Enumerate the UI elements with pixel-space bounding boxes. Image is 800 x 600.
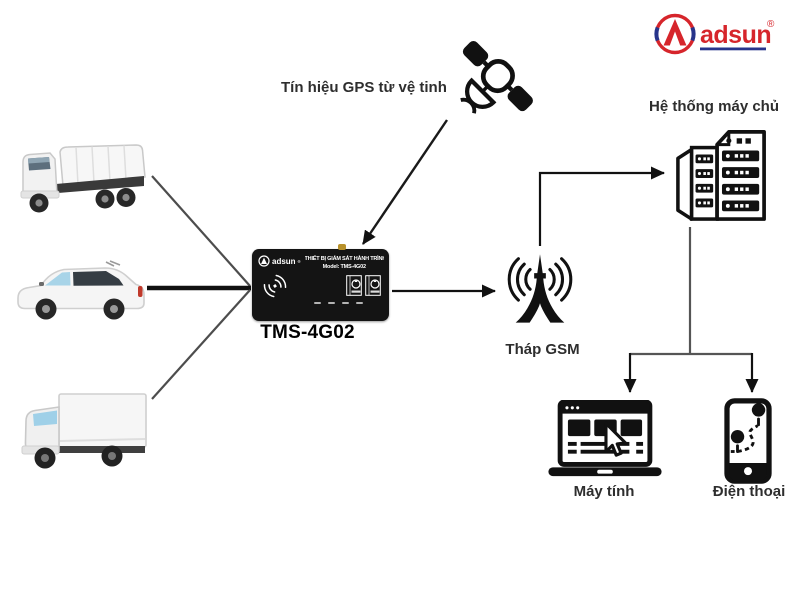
certification-marks [346, 275, 381, 296]
device-logo-icon [258, 255, 270, 267]
server-system-label: Hệ thống máy chủ [648, 98, 779, 115]
device-brand-name: adsun [272, 256, 296, 266]
logo-blue-arc-right [690, 26, 696, 42]
server-rack-icon [676, 130, 766, 221]
edge-tower-server [538, 166, 665, 246]
smartphone-icon [724, 398, 772, 484]
edge-box-truck-device [151, 289, 251, 400]
cert-mark-icon [365, 275, 381, 296]
device-title: THIẾT BỊ GIÁM SÁT HÀNH TRÌNH [304, 256, 384, 262]
minivan-icon [17, 260, 145, 320]
tracking-device: adsun® THIẾT BỊ GIÁM SÁT HÀNH TRÌNH Mode… [252, 244, 389, 321]
radio-tower-icon [507, 254, 573, 323]
device-model-line: Model: TMS-4G02 [322, 264, 366, 271]
computer-label: Máy tính [573, 483, 635, 500]
satellite-icon [460, 41, 533, 114]
antenna-connector [338, 244, 346, 250]
gsm-tower-label: Tháp GSM [505, 341, 580, 358]
cert-mark-icon [346, 275, 362, 296]
logo-blue-arc-left [654, 26, 660, 42]
device-led-indicators [252, 298, 389, 304]
device-brand-logo: adsun® [258, 255, 301, 267]
signal-arcs-icon [263, 274, 287, 297]
route-map [730, 403, 766, 453]
device-model-label: TMS-4G02 [260, 322, 355, 343]
device-registered-mark: ® [297, 258, 301, 264]
laptop-icon [548, 400, 662, 477]
adsun-logo: adsun ® [654, 13, 775, 55]
edge-dump-truck-device [151, 175, 251, 287]
brand-registered-mark: ® [767, 19, 775, 30]
edge-satellite-device [362, 119, 448, 245]
dump-truck-icon [20, 144, 146, 213]
brand-name: adsun [700, 21, 771, 49]
phone-label: Điện thoại [712, 483, 786, 500]
gps-signal-label: Tín hiệu GPS từ vệ tinh [281, 79, 447, 96]
cursor-icon [604, 421, 628, 457]
server-rack-rows [695, 150, 760, 212]
box-truck-icon [21, 393, 147, 469]
